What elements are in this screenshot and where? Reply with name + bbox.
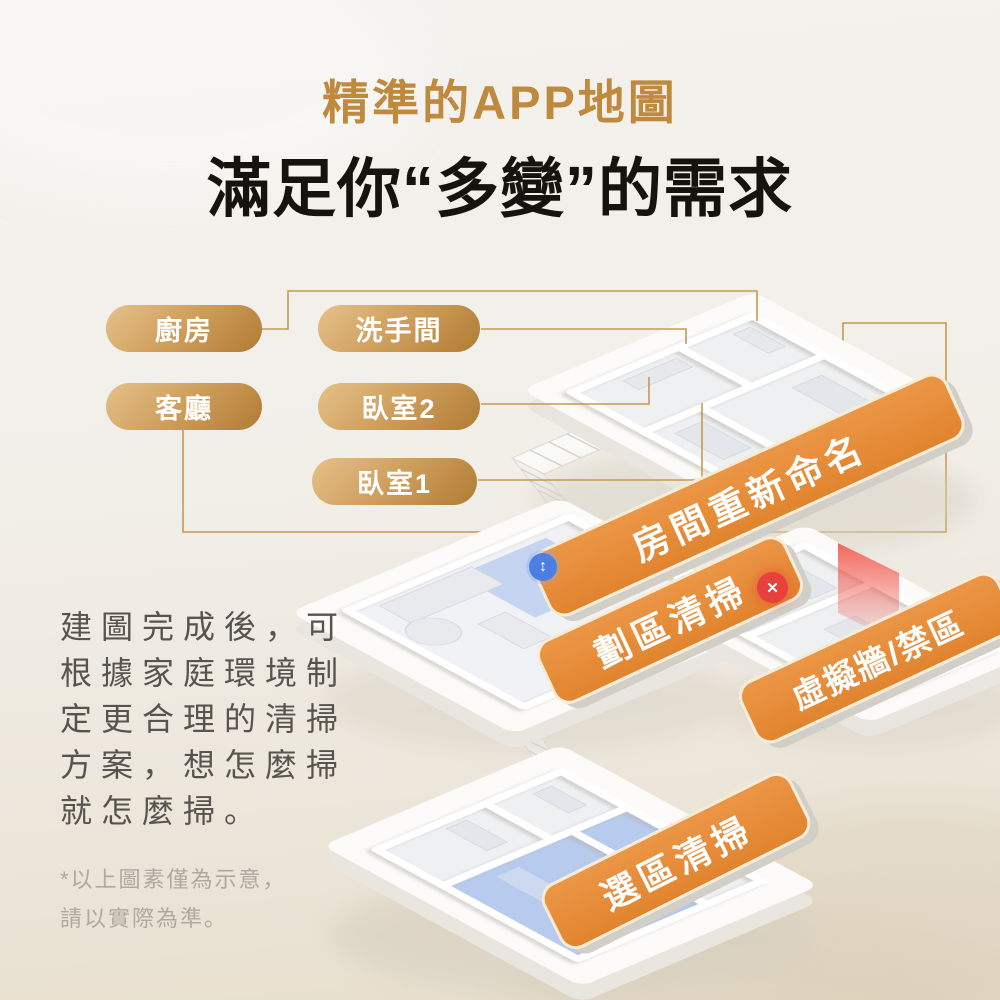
- room-label-bedroom1: 臥室1: [312, 458, 477, 505]
- disclaimer-line: 請以實際為準。: [60, 906, 229, 931]
- room-label-bedroom2-text: 臥室2: [361, 394, 437, 424]
- page-title: 精準的APP地圖: [322, 76, 678, 129]
- description-line: 方案，想怎麼掃: [60, 747, 348, 783]
- room-label-bedroom2: 臥室2: [318, 383, 480, 430]
- room-label-living-room: 客廳: [106, 383, 262, 430]
- page-subtitle: 滿足你“多變”的需求: [207, 153, 793, 225]
- room-label-bedroom1-text: 臥室1: [356, 469, 433, 499]
- disclaimer-line: *以上圖素僅為示意，: [60, 867, 287, 892]
- room-label-bathroom-text: 洗手間: [355, 316, 443, 346]
- zone-drag-badge: ↕: [529, 553, 557, 581]
- description-line: 就怎麼掃。: [60, 793, 266, 829]
- coffee-table-furniture: [404, 617, 463, 646]
- disclaimer-footnote: *以上圖素僅為示意， 請以實際為準。: [60, 860, 420, 938]
- description-line: 根據家庭環境制: [60, 655, 348, 691]
- description-line: 定更合理的清掃: [60, 701, 348, 737]
- bed-furniture-2: [673, 421, 752, 461]
- bathtub-furniture: [732, 326, 787, 354]
- room-label-living-room-text: 客廳: [155, 394, 213, 424]
- forbidden-x-icon: ✕: [766, 579, 779, 597]
- bench-furniture: [477, 611, 553, 650]
- room-label-kitchen-text: 廚房: [155, 316, 213, 346]
- no-go-badge: ✕: [757, 572, 788, 603]
- connector-kitchen: [243, 290, 758, 330]
- counter-furniture: [622, 357, 694, 391]
- sofa-furniture: [378, 566, 505, 624]
- furniture-rect: [532, 785, 588, 814]
- drag-vertical-icon: ↕: [539, 558, 547, 575]
- connector-bedroom2: [481, 377, 650, 405]
- room-label-bathroom: 洗手間: [318, 305, 480, 352]
- furniture-rect-2: [445, 819, 509, 852]
- connector-bathroom: [481, 328, 687, 344]
- room-label-kitchen: 廚房: [106, 305, 262, 352]
- description-line: 建圖完成後，可: [60, 609, 348, 645]
- description-paragraph: 建圖完成後，可 根據家庭環境制 定更合理的清掃 方案，想怎麼掃 就怎麼掃。: [60, 604, 420, 834]
